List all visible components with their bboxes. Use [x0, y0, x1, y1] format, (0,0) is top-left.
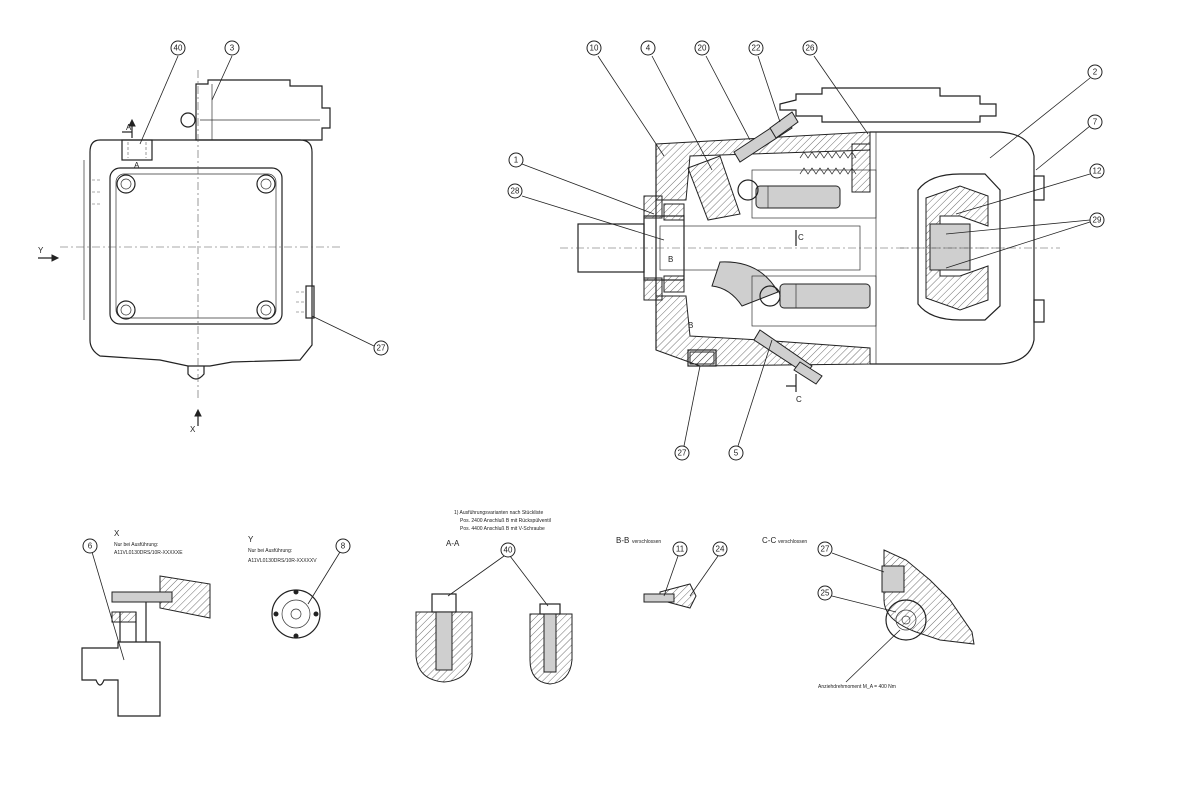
detail-y-note-1: Nur bei Ausführung:: [248, 548, 292, 554]
balloon-5: 5: [728, 339, 773, 461]
svg-text:1: 1: [514, 156, 519, 165]
svg-text:7: 7: [1093, 118, 1098, 127]
axis-label-x: X: [190, 425, 196, 434]
detail-bb-title: B-B: [616, 536, 629, 545]
section-label-c-lower: C: [796, 395, 802, 404]
svg-text:27: 27: [377, 344, 386, 353]
svg-text:11: 11: [676, 545, 685, 554]
balloon-4: 4: [640, 40, 713, 171]
detail-aa-note-3: Pos. 4400 Anschluß B mit V-Schraube: [460, 526, 545, 532]
piston-upper: [737, 179, 841, 209]
balloon-20: 20: [694, 40, 751, 141]
svg-text:25: 25: [821, 589, 830, 598]
front-view: A A Y X: [38, 70, 340, 434]
detail-aa-title: A-A: [446, 539, 460, 548]
balloon-10: 10: [586, 40, 665, 157]
balloon-2: 2: [989, 64, 1103, 159]
svg-text:24: 24: [716, 545, 725, 554]
section-label-b-lower: B: [688, 321, 693, 330]
svg-text:12: 12: [1093, 167, 1102, 176]
balloon-40-top: 40: [139, 40, 186, 145]
svg-text:6: 6: [88, 542, 93, 551]
detail-a-a: 1) Ausführungsvarianten nach Stückliste …: [415, 510, 573, 685]
svg-text:26: 26: [806, 44, 815, 53]
svg-text:27: 27: [821, 545, 830, 554]
balloon-25: 25: [817, 585, 897, 613]
balloon-8: 8: [307, 538, 351, 605]
detail-c-c: C-C verschlossen Anziehdrehmoment M_A = …: [762, 536, 975, 690]
svg-text:40: 40: [504, 546, 513, 555]
balloon-27-bottom: 27: [674, 365, 701, 461]
detail-y: Y Nur bei Ausführung: A11VL0130DRS/10R-X…: [248, 535, 321, 639]
svg-text:3: 3: [230, 44, 235, 53]
balloon-40-aa: 40: [447, 542, 549, 607]
detail-aa-note-2: Pos. 2400 Anschluß B mit Rückspülventil: [460, 518, 551, 524]
detail-x: X Nur bei Ausführung: A11VL0130DRS/10R-X…: [81, 529, 211, 717]
svg-text:2: 2: [1093, 68, 1098, 77]
balloon-6: 6: [82, 538, 125, 661]
balloon-29: 29: [945, 212, 1105, 269]
section-label-c: C: [798, 233, 804, 242]
detail-x-note-1: Nur bei Ausführung:: [114, 542, 158, 548]
detail-x-note-2: A11VL0130DRS/10R-XXXXXE: [114, 550, 183, 556]
detail-y-title: Y: [248, 535, 254, 544]
detail-cc-title: C-C: [762, 536, 776, 545]
detail-cc-subtitle: verschlossen: [778, 539, 807, 545]
section-label-a-lower: A: [134, 161, 140, 170]
svg-text:28: 28: [511, 187, 520, 196]
detail-cc-torque: Anziehdrehmoment M_A = 400 Nm: [818, 684, 896, 690]
svg-text:8: 8: [341, 542, 346, 551]
balloon-27-cc: 27: [817, 541, 885, 573]
balloon-7: 7: [1035, 114, 1103, 171]
balloon-11: 11: [663, 541, 688, 597]
balloon-28: 28: [507, 183, 665, 241]
balloon-27-left: 27: [311, 315, 389, 356]
balloon-3: 3: [211, 40, 240, 101]
svg-text:29: 29: [1093, 216, 1102, 225]
svg-text:5: 5: [734, 449, 739, 458]
section-label-a: A: [126, 123, 132, 132]
svg-text:20: 20: [698, 44, 707, 53]
axis-label-y: Y: [38, 246, 44, 255]
svg-text:10: 10: [590, 44, 599, 53]
section-label-b: B: [668, 255, 673, 264]
detail-bb-subtitle: verschlossen: [632, 539, 661, 545]
balloon-26: 26: [802, 40, 869, 135]
detail-x-title: X: [114, 529, 120, 538]
balloon-1: 1: [508, 152, 655, 215]
balloon-12: 12: [955, 163, 1105, 215]
svg-text:27: 27: [678, 449, 687, 458]
balloon-22: 22: [748, 40, 781, 123]
detail-b-b: B-B verschlossen: [616, 536, 697, 609]
svg-text:4: 4: [646, 44, 651, 53]
svg-text:22: 22: [752, 44, 761, 53]
detail-aa-note-1: 1) Ausführungsvarianten nach Stückliste: [454, 510, 543, 516]
section-view: B B C C: [560, 87, 1060, 404]
piston-lower: [759, 283, 871, 309]
cover-bolt: [116, 174, 276, 320]
detail-y-note-2: A11VL0130DRS/10R-XXXXXV: [248, 558, 317, 564]
balloon-24: 24: [689, 541, 728, 597]
svg-text:40: 40: [174, 44, 183, 53]
